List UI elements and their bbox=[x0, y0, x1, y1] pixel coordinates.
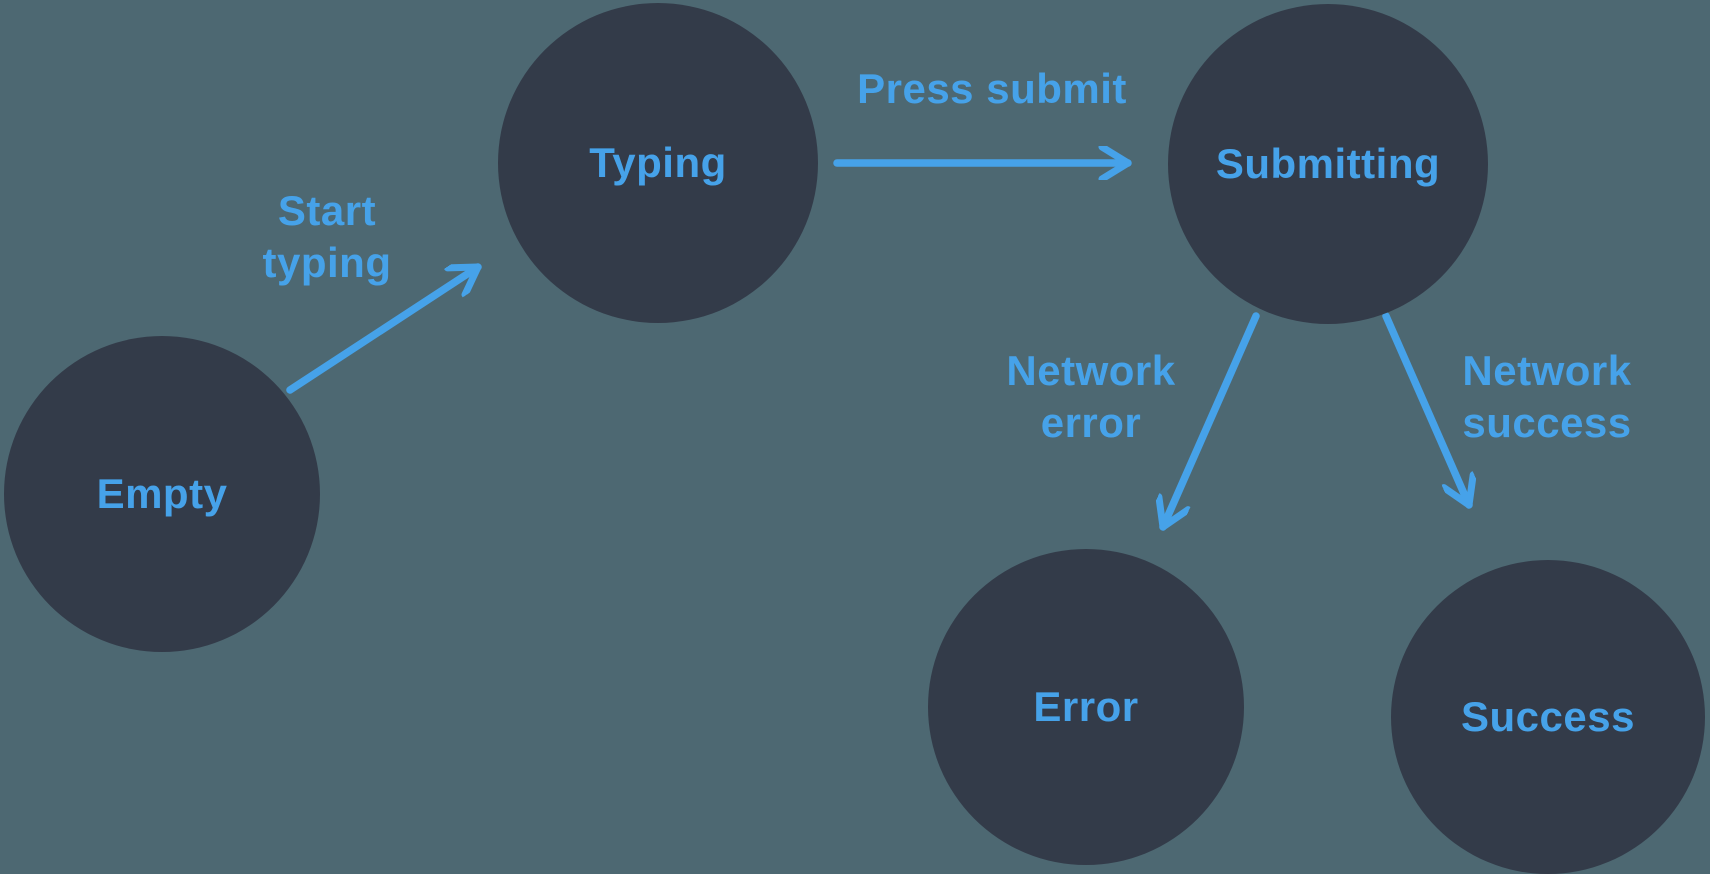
state-node-submitting: Submitting bbox=[1168, 4, 1488, 324]
state-label-submitting: Submitting bbox=[1215, 140, 1441, 187]
state-label-typing: Typing bbox=[589, 139, 727, 186]
state-node-typing: Typing bbox=[498, 3, 818, 323]
transition-label-line: Network bbox=[1006, 347, 1176, 394]
transition-label-line: error bbox=[1040, 399, 1142, 446]
transition-label-start-typing: Start typing bbox=[197, 185, 457, 289]
transition-label-network-success: Network success bbox=[1417, 345, 1677, 449]
state-node-success: Success bbox=[1391, 560, 1705, 874]
state-label-success: Success bbox=[1461, 693, 1635, 740]
state-label-error: Error bbox=[1033, 683, 1139, 730]
state-node-empty: Empty bbox=[4, 336, 320, 652]
transition-label-press-submit: Press submit bbox=[832, 63, 1152, 115]
transition-label-network-error: Network error bbox=[961, 345, 1221, 449]
state-label-empty: Empty bbox=[96, 470, 228, 517]
transition-label-line: Start bbox=[277, 187, 377, 234]
state-node-error: Error bbox=[928, 549, 1244, 865]
transition-label-line: typing bbox=[262, 239, 392, 286]
transition-label-line: success bbox=[1462, 399, 1632, 446]
transition-label-line: Network bbox=[1462, 347, 1632, 394]
transition-label-line: Press submit bbox=[857, 65, 1127, 112]
